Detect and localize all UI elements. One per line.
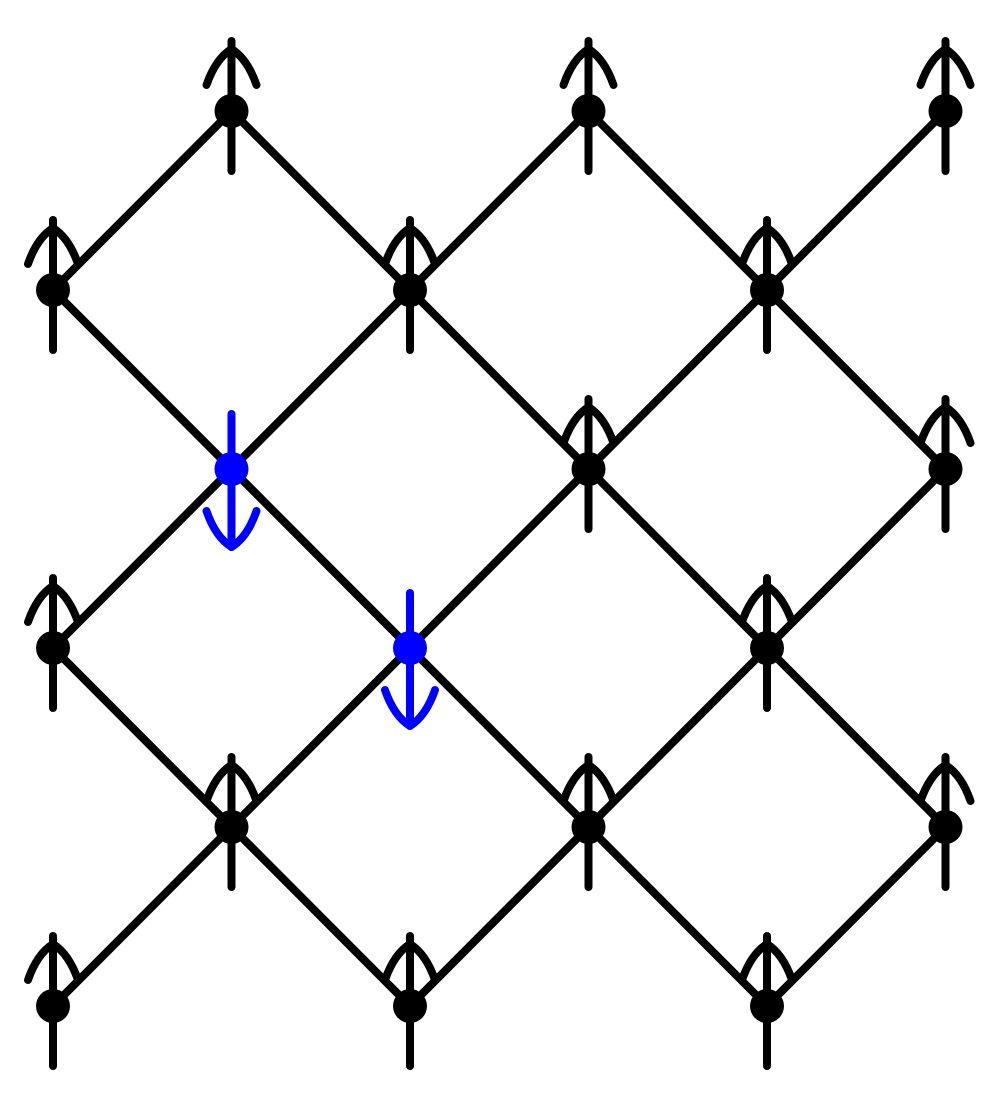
site-r5c4 xyxy=(738,932,796,1070)
site-r0c3 xyxy=(559,37,618,175)
site-node xyxy=(393,631,427,665)
bond-r4c5-r5c4 xyxy=(763,823,950,1010)
site-r4c5 xyxy=(916,753,975,891)
bond-r2c3-r3c4 xyxy=(584,465,771,652)
site-r4c1 xyxy=(202,753,261,891)
site-node xyxy=(214,94,249,128)
site-node xyxy=(393,273,427,307)
site-node xyxy=(928,810,963,844)
site-r0c5 xyxy=(916,37,975,175)
site-layer xyxy=(24,37,975,1070)
bond-r3c0-r4c1 xyxy=(49,644,236,831)
bond-r1c0-r2c1 xyxy=(49,286,236,473)
site-node xyxy=(36,989,70,1023)
spin-arrow-head xyxy=(381,686,439,730)
bond-r1c2-r2c3 xyxy=(406,286,593,473)
spin-arrow-head xyxy=(738,940,796,984)
spin-arrow-head xyxy=(381,224,439,268)
spin-arrow-head xyxy=(202,761,261,805)
site-node xyxy=(571,810,606,844)
site-r3c0 xyxy=(24,574,82,712)
spin-arrow-head xyxy=(559,45,618,89)
spin-arrow-head xyxy=(916,403,975,447)
site-r1c2 xyxy=(381,216,439,354)
bond-r4c1-r5c2 xyxy=(227,823,414,1010)
site-node xyxy=(393,989,427,1023)
spin-arrow-head xyxy=(738,582,796,626)
bond-r1c2-r2c1 xyxy=(227,286,414,473)
site-r2c3 xyxy=(559,395,618,533)
site-r5c2 xyxy=(381,932,439,1070)
site-node xyxy=(214,810,249,844)
bond-layer xyxy=(49,107,950,1010)
bond-r3c2-r4c1 xyxy=(227,644,414,831)
bond-r2c1-r3c2 xyxy=(227,465,414,652)
spin-arrow-head xyxy=(381,940,439,984)
spin-arrow-head xyxy=(559,761,618,805)
site-node xyxy=(750,631,784,665)
site-r1c0 xyxy=(24,216,82,354)
bond-r3c4-r4c3 xyxy=(584,644,771,831)
site-r5c0 xyxy=(24,932,82,1070)
bond-r4c3-r5c4 xyxy=(584,823,771,1010)
site-r0c1 xyxy=(202,37,261,175)
spin-arrow-head xyxy=(24,940,82,984)
bond-r2c1-r3c0 xyxy=(49,465,236,652)
bond-r0c3-r1c2 xyxy=(406,107,593,294)
bond-r0c5-r1c4 xyxy=(763,107,950,294)
site-node xyxy=(750,989,784,1023)
site-r4c3 xyxy=(559,753,618,891)
bond-r0c1-r1c2 xyxy=(227,107,414,294)
site-node xyxy=(214,452,249,486)
bond-r0c3-r1c4 xyxy=(584,107,771,294)
bond-r2c5-r3c4 xyxy=(763,465,950,652)
bond-r1c4-r2c5 xyxy=(763,286,950,473)
site-r2c1 xyxy=(202,410,261,551)
spin-arrow-head xyxy=(738,224,796,268)
spin-arrow-head xyxy=(202,507,261,551)
bond-r0c1-r1c0 xyxy=(49,107,236,294)
site-node xyxy=(571,452,606,486)
bond-r3c2-r4c3 xyxy=(406,644,593,831)
site-r3c2 xyxy=(381,589,439,730)
spin-arrow-head xyxy=(916,45,975,89)
site-node xyxy=(928,94,963,128)
site-node xyxy=(36,273,70,307)
bond-r1c4-r2c3 xyxy=(584,286,771,473)
spin-arrow-head xyxy=(24,582,82,626)
site-r1c4 xyxy=(738,216,796,354)
site-node xyxy=(750,273,784,307)
spin-arrow-head xyxy=(916,761,975,805)
site-node xyxy=(928,452,963,486)
spin-arrow-head xyxy=(24,224,82,268)
site-node xyxy=(36,631,70,665)
bond-r2c3-r3c2 xyxy=(406,465,593,652)
bond-r4c1-r5c0 xyxy=(49,823,236,1010)
bond-r3c4-r4c5 xyxy=(763,644,950,831)
site-node xyxy=(571,94,606,128)
site-r2c5 xyxy=(916,395,975,533)
bond-r4c3-r5c2 xyxy=(406,823,593,1010)
site-r3c4 xyxy=(738,574,796,712)
spin-arrow-head xyxy=(559,403,618,447)
spin-arrow-head xyxy=(202,45,261,89)
